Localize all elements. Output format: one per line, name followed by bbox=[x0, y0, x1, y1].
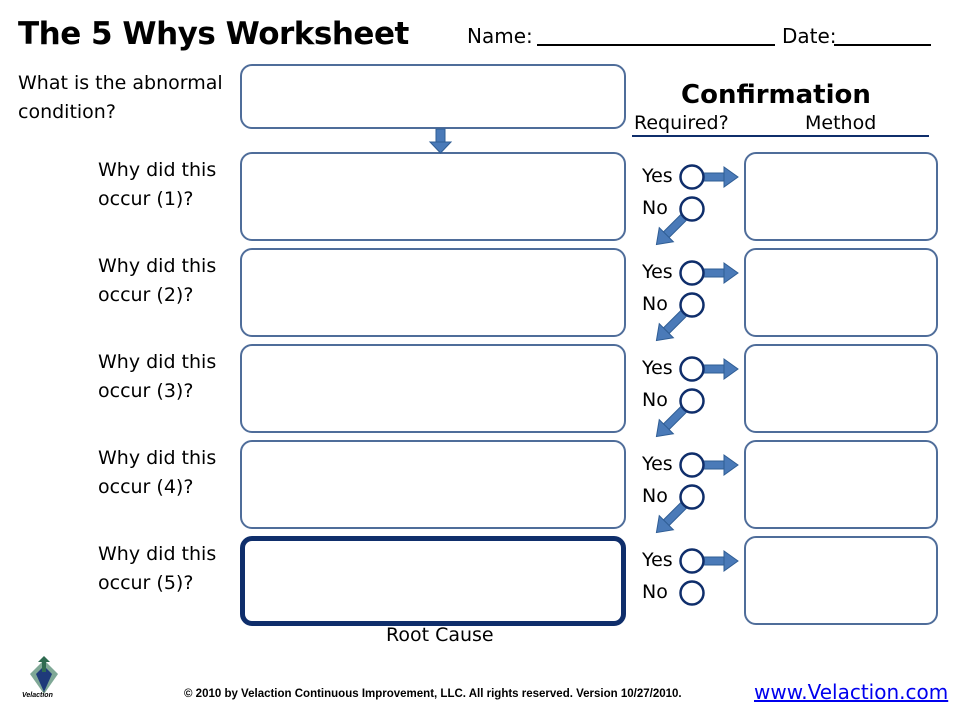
date-field[interactable] bbox=[834, 44, 931, 46]
root-cause-label: Root Cause bbox=[386, 624, 494, 646]
method-box-2[interactable] bbox=[744, 248, 938, 337]
no-radio-circle bbox=[679, 196, 705, 222]
logo-text: Velaction bbox=[22, 692, 53, 699]
no-radio-circle bbox=[679, 388, 705, 414]
down-arrow-icon bbox=[428, 128, 453, 154]
page-title: The 5 Whys Worksheet bbox=[18, 16, 409, 52]
no-label-3: No bbox=[642, 389, 668, 411]
required-label: Required? bbox=[634, 112, 729, 134]
right-arrow-icon bbox=[702, 454, 739, 476]
method-label: Method bbox=[805, 112, 877, 134]
why-question-line1: Why did this bbox=[98, 543, 217, 565]
why-question-4: Why did this occur (4)? bbox=[98, 444, 216, 502]
why-question-line1: Why did this bbox=[98, 255, 217, 277]
method-box-5[interactable] bbox=[744, 536, 938, 625]
copyright: © 2010 by Velaction Continuous Improveme… bbox=[184, 688, 682, 700]
right-arrow-icon bbox=[702, 262, 739, 284]
confirmation-divider bbox=[632, 135, 929, 137]
abnormal-condition-box[interactable] bbox=[240, 64, 626, 129]
no-label-4: No bbox=[642, 485, 668, 507]
why-answer-box-3[interactable] bbox=[240, 344, 626, 433]
velaction-logo bbox=[26, 656, 62, 702]
date-label: Date: bbox=[782, 24, 837, 48]
why-question-line2: occur (5)? bbox=[98, 572, 194, 594]
yes-label-1: Yes bbox=[642, 165, 673, 187]
why-question-line1: Why did this bbox=[98, 351, 217, 373]
method-box-3[interactable] bbox=[744, 344, 938, 433]
why-question-line2: occur (1)? bbox=[98, 188, 194, 210]
right-arrow-icon bbox=[702, 358, 739, 380]
down-left-arrow-icon bbox=[655, 213, 688, 246]
why-answer-box-4[interactable] bbox=[240, 440, 626, 529]
why-question-1: Why did this occur (1)? bbox=[98, 156, 216, 214]
why-question-line2: occur (3)? bbox=[98, 380, 194, 402]
why-question-line2: occur (4)? bbox=[98, 476, 194, 498]
velaction-logo-icon bbox=[30, 656, 58, 694]
why-question-line1: Why did this bbox=[98, 159, 217, 181]
website-link[interactable]: www.Velaction.com bbox=[754, 680, 949, 704]
no-label-2: No bbox=[642, 293, 668, 315]
why-question-line1: Why did this bbox=[98, 447, 217, 469]
name-label: Name: bbox=[467, 24, 533, 48]
why-answer-box-2[interactable] bbox=[240, 248, 626, 337]
why-question-5: Why did this occur (5)? bbox=[98, 540, 216, 598]
yes-radio-circle bbox=[679, 452, 705, 478]
why-question-line2: occur (2)? bbox=[98, 284, 194, 306]
no-label-1: No bbox=[642, 197, 668, 219]
why-question-2: Why did this occur (2)? bbox=[98, 252, 216, 310]
yes-radio-circle bbox=[679, 164, 705, 190]
down-left-arrow-icon bbox=[655, 405, 688, 438]
method-box-1[interactable] bbox=[744, 152, 938, 241]
why-answer-box-1[interactable] bbox=[240, 152, 626, 241]
no-radio-circle bbox=[679, 580, 705, 606]
no-radio-circle bbox=[679, 484, 705, 510]
yes-label-2: Yes bbox=[642, 261, 673, 283]
no-radio-circle bbox=[679, 292, 705, 318]
why-answer-box-5[interactable] bbox=[240, 536, 626, 626]
yes-radio-circle bbox=[679, 260, 705, 286]
yes-radio-circle bbox=[679, 356, 705, 382]
no-label-5: No bbox=[642, 581, 668, 603]
yes-label-3: Yes bbox=[642, 357, 673, 379]
right-arrow-icon bbox=[702, 550, 739, 572]
yes-label-4: Yes bbox=[642, 453, 673, 475]
yes-label-5: Yes bbox=[642, 549, 673, 571]
confirmation-title: Confirmation bbox=[681, 80, 871, 110]
yes-radio-circle bbox=[679, 548, 705, 574]
abnormal-question: What is the abnormal condition? bbox=[18, 72, 223, 123]
name-field[interactable] bbox=[537, 44, 775, 46]
method-box-4[interactable] bbox=[744, 440, 938, 529]
right-arrow-icon bbox=[702, 166, 739, 188]
why-question-3: Why did this occur (3)? bbox=[98, 348, 216, 406]
